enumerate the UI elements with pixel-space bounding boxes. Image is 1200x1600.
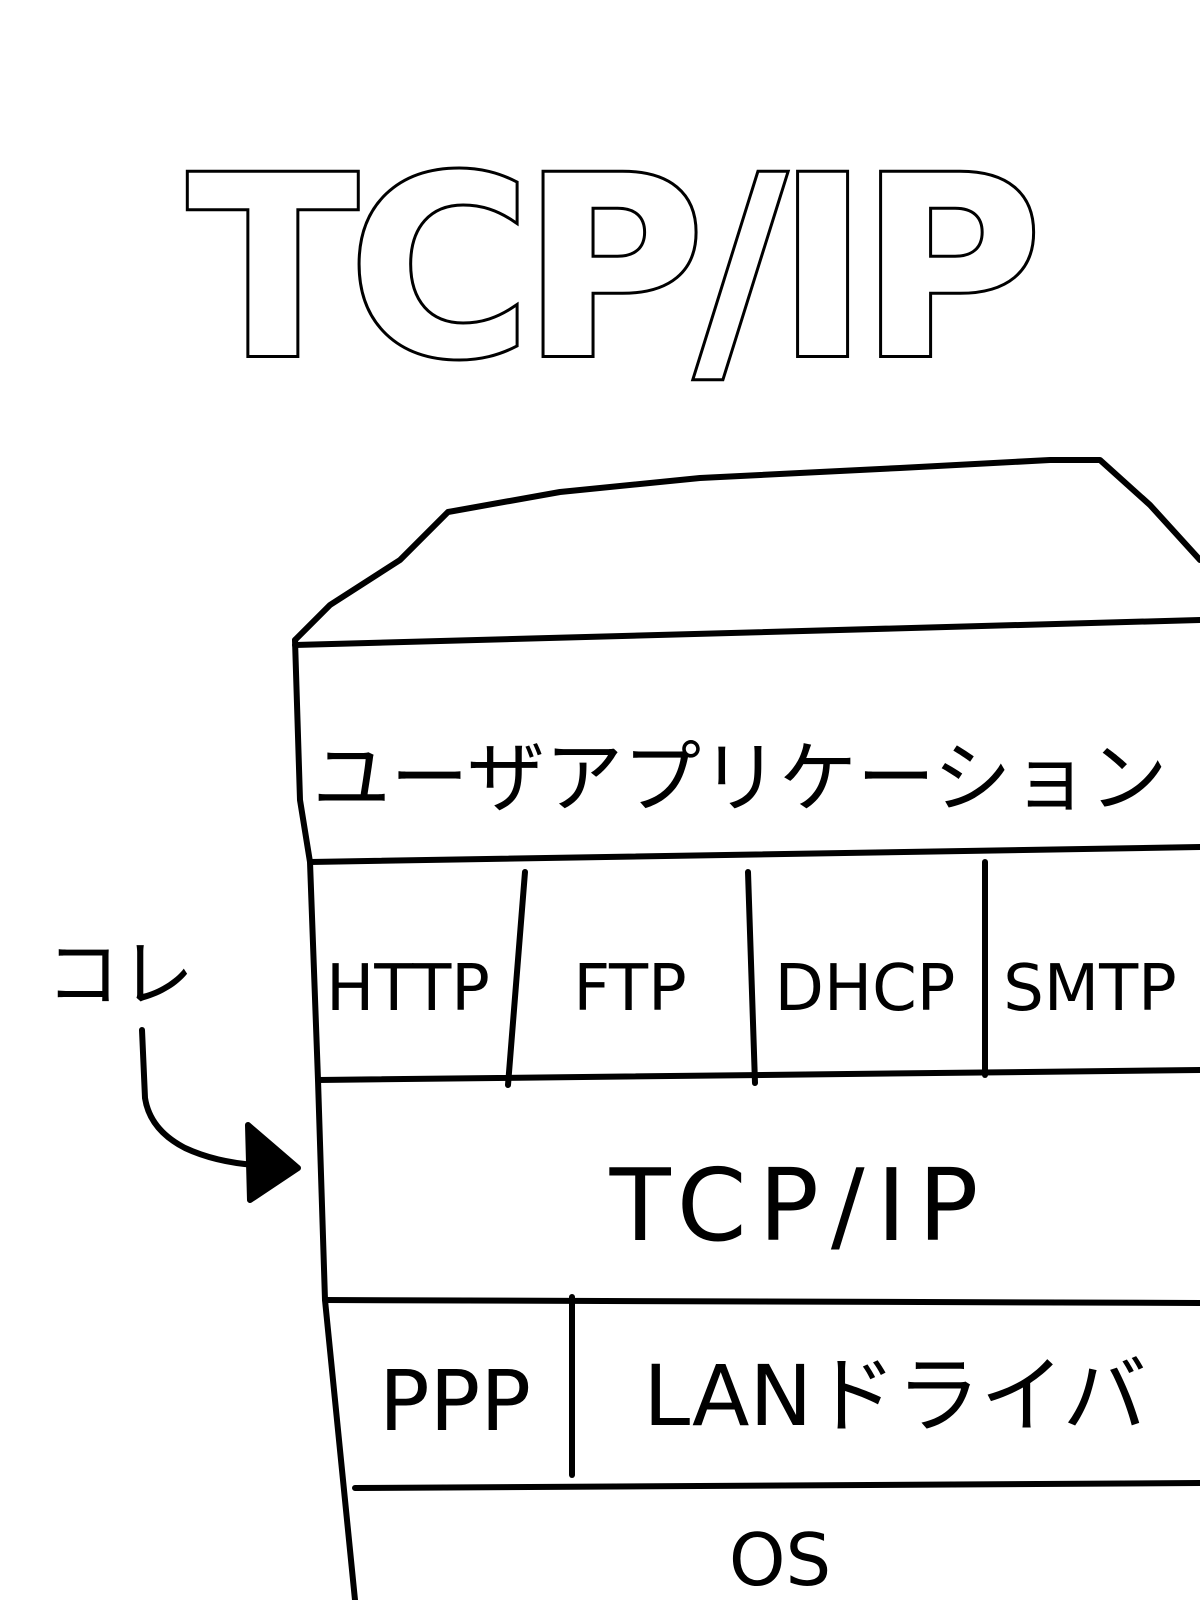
stack-left-edge: [292, 637, 358, 1600]
link-lan-driver-label: LANドライバ: [643, 1347, 1146, 1445]
divider-http-ftp: [505, 869, 528, 1088]
layer-application-label: ユーザアプリケーション: [313, 734, 1168, 824]
annotation-arrow-head-icon: [245, 1122, 301, 1203]
layer-transport-label: TCP/IP: [609, 1147, 991, 1264]
protocol-ftp-label: FTP: [573, 952, 686, 1026]
stack-top-face: [292, 457, 1200, 643]
divider-protocols-tcpip: [315, 1067, 1200, 1083]
divider-ftp-dhcp: [745, 869, 758, 1086]
divider-link-os: [352, 1480, 1200, 1491]
annotation-arrow-shaft: [139, 1027, 258, 1168]
protocol-http-label: HTTP: [326, 952, 490, 1026]
layer-os-label: OS: [729, 1518, 831, 1600]
divider-app-protocols: [307, 844, 1200, 865]
annotation-label: コレ: [46, 932, 194, 1018]
diagram-title: TCP/IP: [188, 123, 1033, 414]
divider-top: [292, 617, 1200, 648]
divider-tcpip-link: [322, 1297, 1200, 1306]
protocol-dhcp-label: DHCP: [775, 952, 956, 1026]
link-ppp-label: PPP: [379, 1352, 531, 1450]
protocol-smtp-label: SMTP: [1003, 952, 1177, 1026]
